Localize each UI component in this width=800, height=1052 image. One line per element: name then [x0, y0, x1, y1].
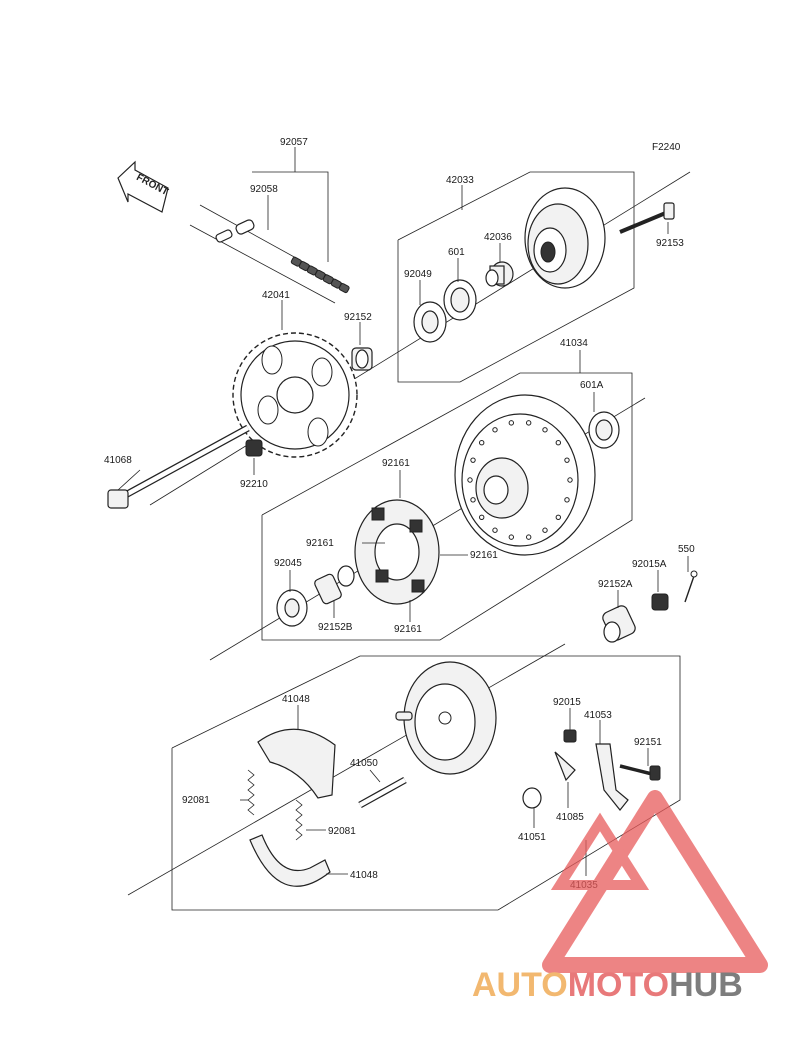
brake-shoe-lower — [249, 834, 331, 887]
spoke-hole — [567, 477, 573, 483]
label-41068: 41068 — [104, 455, 132, 466]
label-601A: 601A — [580, 380, 604, 391]
label-41053: 41053 — [584, 710, 612, 721]
front-arrow-icon: FRONT — [117, 160, 170, 213]
brake-lever-41053 — [595, 743, 629, 811]
label-41050: 41050 — [350, 758, 378, 769]
diagram-code: F2240 — [652, 142, 681, 153]
wheel-assembly-frame — [261, 372, 633, 641]
label-92057: 92057 — [280, 137, 308, 148]
collar-92152 — [351, 347, 373, 371]
label-92210: 92210 — [240, 479, 268, 490]
label-92161-bottom: 92161 — [394, 624, 422, 635]
watermark-moto: MOTO — [568, 966, 669, 1004]
spring-92081-right — [295, 799, 303, 841]
rear-sprocket — [232, 332, 358, 458]
nut-92015A — [651, 593, 669, 611]
spoke-hole — [478, 440, 485, 446]
label-92058: 92058 — [250, 184, 278, 195]
label-92152B: 92152B — [318, 622, 353, 633]
cotter-pin-550 — [684, 570, 698, 603]
part-labels: 92057 92058 42033 42036 601 92049 92153 … — [104, 137, 695, 891]
label-92081-left: 92081 — [182, 795, 210, 806]
label-42036: 42036 — [484, 232, 512, 243]
spring-92081-left — [247, 769, 255, 816]
label-92049: 92049 — [404, 269, 432, 280]
bolt-92151 — [619, 764, 661, 781]
label-92153: 92153 — [656, 238, 684, 249]
spoke-hole — [478, 514, 485, 520]
leader-lines — [117, 185, 689, 876]
label-92152: 92152 — [344, 312, 372, 323]
spoke-hole — [470, 457, 476, 463]
watermark-hub: HUB — [669, 966, 743, 1004]
collar-92152A — [602, 605, 636, 643]
spoke-hole — [555, 440, 562, 446]
label-92161-right: 92161 — [470, 550, 498, 561]
bearing-92045 — [276, 589, 308, 627]
nut-92015 — [563, 729, 577, 743]
seal-41051 — [522, 787, 542, 809]
label-92081-right: 92081 — [328, 826, 356, 837]
spoke-hole — [467, 477, 473, 483]
label-41048-upper: 41048 — [282, 694, 310, 705]
spoke-hole — [564, 457, 570, 463]
spoke-hole — [508, 534, 515, 540]
label-42041: 42041 — [262, 290, 290, 301]
spoke-hole — [492, 527, 498, 533]
hub-bolt — [619, 202, 675, 234]
spoke-hole — [564, 497, 570, 503]
label-550: 550 — [678, 544, 695, 555]
indicator-41085 — [554, 751, 576, 782]
label-92045: 92045 — [274, 558, 302, 569]
rear-wheel — [454, 394, 596, 556]
rear-hub — [524, 187, 606, 289]
hub-assembly-frame — [397, 171, 635, 383]
label-601: 601 — [448, 247, 465, 258]
label-41034: 41034 — [560, 338, 588, 349]
bearing-601 — [443, 279, 477, 321]
spoke-hole — [525, 534, 532, 540]
label-92015: 92015 — [553, 697, 581, 708]
label-41048-lower: 41048 — [350, 870, 378, 881]
brake-panel — [395, 661, 497, 775]
spoke-hole — [555, 514, 562, 520]
spoke-hole — [542, 527, 548, 533]
spoke-hole — [525, 420, 532, 426]
watermark-auto: AUTO — [472, 966, 568, 1004]
drive-chain — [189, 204, 350, 304]
nut-92210 — [245, 439, 263, 457]
damper-92161 — [354, 499, 440, 605]
spoke-hole — [508, 420, 515, 426]
rear-axle — [107, 424, 250, 509]
brake-assembly-frame — [171, 655, 681, 911]
collar-92152B — [314, 565, 355, 605]
spoke-hole — [492, 427, 498, 433]
watermark-text: AUTOMOTOHUB — [472, 966, 743, 1004]
spoke-hole — [470, 497, 476, 503]
label-92152A: 92152A — [598, 579, 633, 590]
brake-shoe-upper — [257, 728, 336, 799]
brake-cam-41050 — [358, 776, 407, 809]
label-92015A: 92015A — [632, 559, 667, 570]
spoke-hole — [542, 427, 548, 433]
bearing-601A — [588, 411, 620, 449]
seal-92049 — [413, 301, 447, 343]
watermark-logo — [542, 790, 768, 973]
label-92161-left: 92161 — [306, 538, 334, 549]
label-41085: 41085 — [556, 812, 584, 823]
label-42033: 42033 — [446, 175, 474, 186]
chain-link — [338, 283, 350, 294]
label-92161-top: 92161 — [382, 458, 410, 469]
spacer-42036 — [485, 261, 514, 287]
label-92151: 92151 — [634, 737, 662, 748]
label-41051: 41051 — [518, 832, 546, 843]
